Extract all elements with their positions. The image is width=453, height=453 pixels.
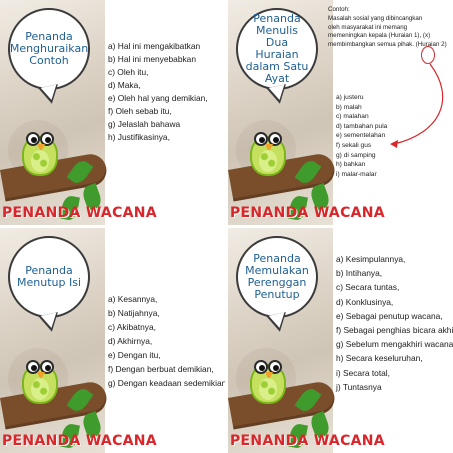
owl-eye (40, 360, 54, 374)
owl-beak (265, 372, 273, 380)
list-item: a) Kesannya, (108, 294, 158, 304)
example-line: membimbangkan semua pihak. (Huraian 2) (328, 40, 447, 48)
footer-label: PENANDA WACANA (230, 205, 385, 221)
red-arrow-annotation (390, 63, 444, 148)
speech-bubble: Penanda Menghuraikan Contoh (8, 8, 90, 90)
owl-icon (250, 354, 286, 406)
panel-title: Penanda Menulis Dua Huraian dalam Satu A… (245, 12, 309, 85)
list-item: d) Akhirnya, (108, 336, 153, 346)
example-line: Masalah sosial yang dibincangkan (328, 15, 423, 23)
owl-icon (22, 126, 58, 178)
item-list: a) Kesimpulannya, b) Intihanya, c) Secar… (336, 252, 453, 394)
footer-label: PENANDA WACANA (230, 433, 385, 449)
list-item: g) di samping (336, 151, 376, 159)
list-item: d) Konklusinya, (336, 296, 394, 307)
list-item: d) tambahan pula (336, 122, 388, 130)
panel-title: Penanda Memulakan Perenggan Penutup (245, 252, 309, 301)
list-item: c) Oleh itu, (108, 67, 149, 77)
arrow-head-icon (390, 140, 398, 148)
owl-eye (254, 360, 268, 374)
red-circle-annotation (421, 46, 435, 64)
speech-bubble: Penanda Memulakan Perenggan Penutup (236, 236, 318, 318)
list-item: h) bahkan (336, 161, 366, 169)
owl-belly (31, 378, 49, 400)
speech-bubble: Penanda Menutup Isi (8, 236, 90, 318)
list-item: b) malah (336, 103, 362, 111)
list-item: e) sementelahan (336, 132, 386, 140)
owl-belly (259, 378, 277, 400)
list-item: a) justeru (336, 94, 364, 101)
list-item: b) Natijahnya, (108, 308, 160, 318)
list-item: a) Kesimpulannya, (336, 254, 406, 264)
list-item: h) Justifikasinya, (108, 132, 170, 142)
example-heading: Contoh: (328, 6, 350, 13)
list-item: j) Tuntasnya (336, 381, 382, 392)
footer-label: PENANDA WACANA (2, 205, 157, 221)
list-item: i) Secara total, (336, 367, 390, 378)
owl-eye (268, 132, 282, 146)
list-item: d) Maka, (108, 80, 141, 90)
list-item: g) Sebelum mengakhiri wacana ini, (336, 339, 453, 350)
owl-icon (250, 126, 286, 178)
owl-eye (254, 132, 268, 146)
list-item: e) Oleh hal yang demikian, (108, 93, 208, 103)
list-item: f) Oleh sebab itu, (108, 106, 172, 116)
owl-eye (40, 132, 54, 146)
list-item: c) Akibatnya, (108, 322, 156, 332)
list-item: i) malar-malar (336, 170, 377, 178)
panel-dua-huraian: Penanda Menulis Dua Huraian dalam Satu A… (228, 0, 453, 225)
list-item: e) Dengan itu, (108, 350, 161, 360)
list-item: f) sekali gus (336, 141, 372, 149)
list-item: c) Secara tuntas, (336, 282, 400, 293)
list-item: c) malahan (336, 113, 369, 121)
list-item: b) Hal ini menyebabkan (108, 54, 196, 64)
footer-label: PENANDA WACANA (2, 433, 157, 449)
owl-eye (26, 132, 40, 146)
list-item: g) Jelaslah bahawa (108, 119, 181, 129)
panel-title: Penanda Menutup Isi (17, 264, 81, 289)
list-item: f) Sebagai penghias bicara akhir, (336, 325, 453, 336)
panel-menghuraikan-contoh: Penanda Menghuraikan Contoh PENANDA WACA… (0, 0, 225, 225)
owl-belly (31, 150, 49, 172)
panel-title: Penanda Menghuraikan Contoh (9, 30, 89, 67)
owl-beak (37, 144, 45, 152)
owl-eye (26, 360, 40, 374)
owl-beak (265, 144, 273, 152)
example-line: oleh masyarakat ini memang (328, 23, 408, 31)
example-line: memeningkan kepala (Huraian 1), (x) (328, 32, 431, 40)
speech-bubble: Penanda Menulis Dua Huraian dalam Satu A… (236, 8, 318, 90)
list-item: g) Dengan keadaan sedemikian, (108, 378, 225, 388)
item-list: a) Kesannya, b) Natijahnya, c) Akibatnya… (108, 292, 225, 390)
list-item: e) Sebagai penutup wacana, (336, 310, 443, 321)
panel-menutup-isi: Penanda Menutup Isi PENANDA WACANA a) Ke… (0, 228, 225, 453)
owl-eye (268, 360, 282, 374)
list-item: b) Intihanya, (336, 268, 383, 279)
arrow-curve (393, 63, 444, 145)
panel-perenggan-penutup: Penanda Memulakan Perenggan Penutup PENA… (228, 228, 453, 453)
example-block: Contoh: Masalah sosial yang dibincangkan… (328, 6, 452, 49)
item-list: a) justeru b) malah c) malahan d) tambah… (336, 93, 451, 179)
item-list: a) Hal ini mengakibatkan b) Hal ini meny… (108, 40, 223, 144)
owl-beak (37, 372, 45, 380)
list-item: f) Dengan berbuat demikian, (108, 364, 214, 374)
owl-belly (259, 150, 277, 172)
list-item: h) Secara keseluruhan, (336, 353, 423, 364)
list-item: a) Hal ini mengakibatkan (108, 41, 201, 51)
owl-icon (22, 354, 58, 406)
